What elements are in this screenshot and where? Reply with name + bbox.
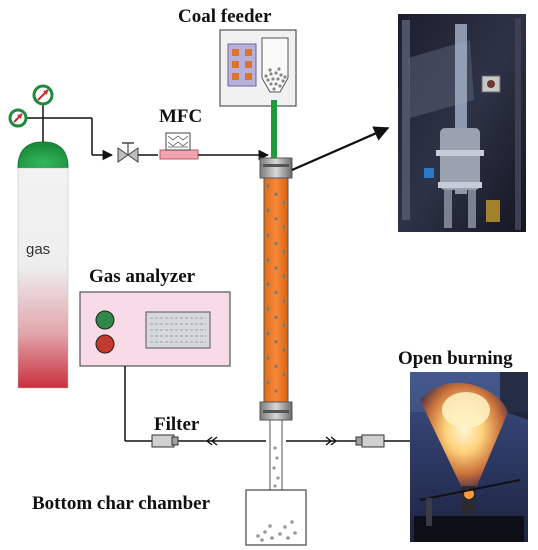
- reactor-particle: [274, 241, 278, 245]
- valve-icon: [117, 142, 139, 163]
- coal-feeder: [219, 29, 297, 107]
- reactor-particle: [266, 184, 270, 188]
- pointer-arrow: [291, 126, 390, 172]
- reactor-particle: [266, 381, 270, 385]
- pressure-gauge-icon: [8, 108, 28, 128]
- analyzer-red-light: [95, 334, 115, 354]
- pressure-gauge-icon: [32, 84, 54, 106]
- char-particles: [256, 446, 297, 542]
- reactor-particle: [274, 389, 278, 393]
- open-burning-photo: [410, 372, 528, 542]
- reactor-particle: [274, 340, 278, 344]
- reactor-particle: [266, 209, 270, 213]
- reactor-particle: [266, 282, 270, 286]
- reactor-particle: [266, 233, 270, 237]
- bottom-char-chamber: [245, 420, 307, 546]
- regulator: [18, 100, 114, 161]
- feeder-display-leds: [232, 49, 252, 80]
- filter-icon: [151, 434, 179, 448]
- mfc-label: MFC: [159, 106, 203, 127]
- gas-analyzer: [79, 291, 231, 367]
- reactor-particle: [274, 291, 278, 295]
- reactor-particle: [266, 307, 270, 311]
- feed-pipe: [271, 100, 277, 158]
- cylinder-body: [17, 167, 69, 389]
- filter-icon: [355, 434, 385, 448]
- reactor-particle: [282, 225, 286, 229]
- reactor-particle: [274, 217, 278, 221]
- sample-line: [124, 366, 420, 442]
- filter-label: Filter: [154, 414, 200, 435]
- reactor-particle: [274, 266, 278, 270]
- open-burning-label: Open burning: [398, 348, 513, 369]
- gas-analyzer-label: Gas analyzer: [89, 266, 196, 287]
- coal-feeder-label: Coal feeder: [178, 6, 272, 27]
- reactor-particle: [266, 258, 270, 262]
- reactor-particle: [282, 274, 286, 278]
- cylinder-dome: [17, 141, 69, 169]
- flow-direction-icon: [205, 436, 338, 446]
- reactor-particle: [274, 315, 278, 319]
- apparatus-photo: [398, 14, 526, 232]
- coal-particles: [264, 67, 287, 91]
- reactor-particle: [282, 323, 286, 327]
- reactor-particle: [282, 299, 286, 303]
- analyzer-green-light: [95, 310, 115, 330]
- reactor-particle: [282, 373, 286, 377]
- reactor-particle: [282, 200, 286, 204]
- reactor-particle: [282, 348, 286, 352]
- bottom-char-chamber-label: Bottom char chamber: [32, 493, 211, 514]
- reactor-particle: [266, 332, 270, 336]
- reactor-particle: [282, 250, 286, 254]
- reactor-top-cap: [259, 157, 293, 179]
- reactor-particle: [274, 192, 278, 196]
- gas-cylinder: [17, 141, 69, 389]
- gas-cylinder-label: gas: [26, 241, 51, 258]
- reactor-body: [263, 177, 289, 403]
- reactor-tube: [259, 157, 293, 421]
- reactor-particle: [274, 364, 278, 368]
- reactor-particle: [266, 356, 270, 360]
- mfc-unit: [159, 132, 199, 160]
- reactor-particles: [266, 184, 286, 393]
